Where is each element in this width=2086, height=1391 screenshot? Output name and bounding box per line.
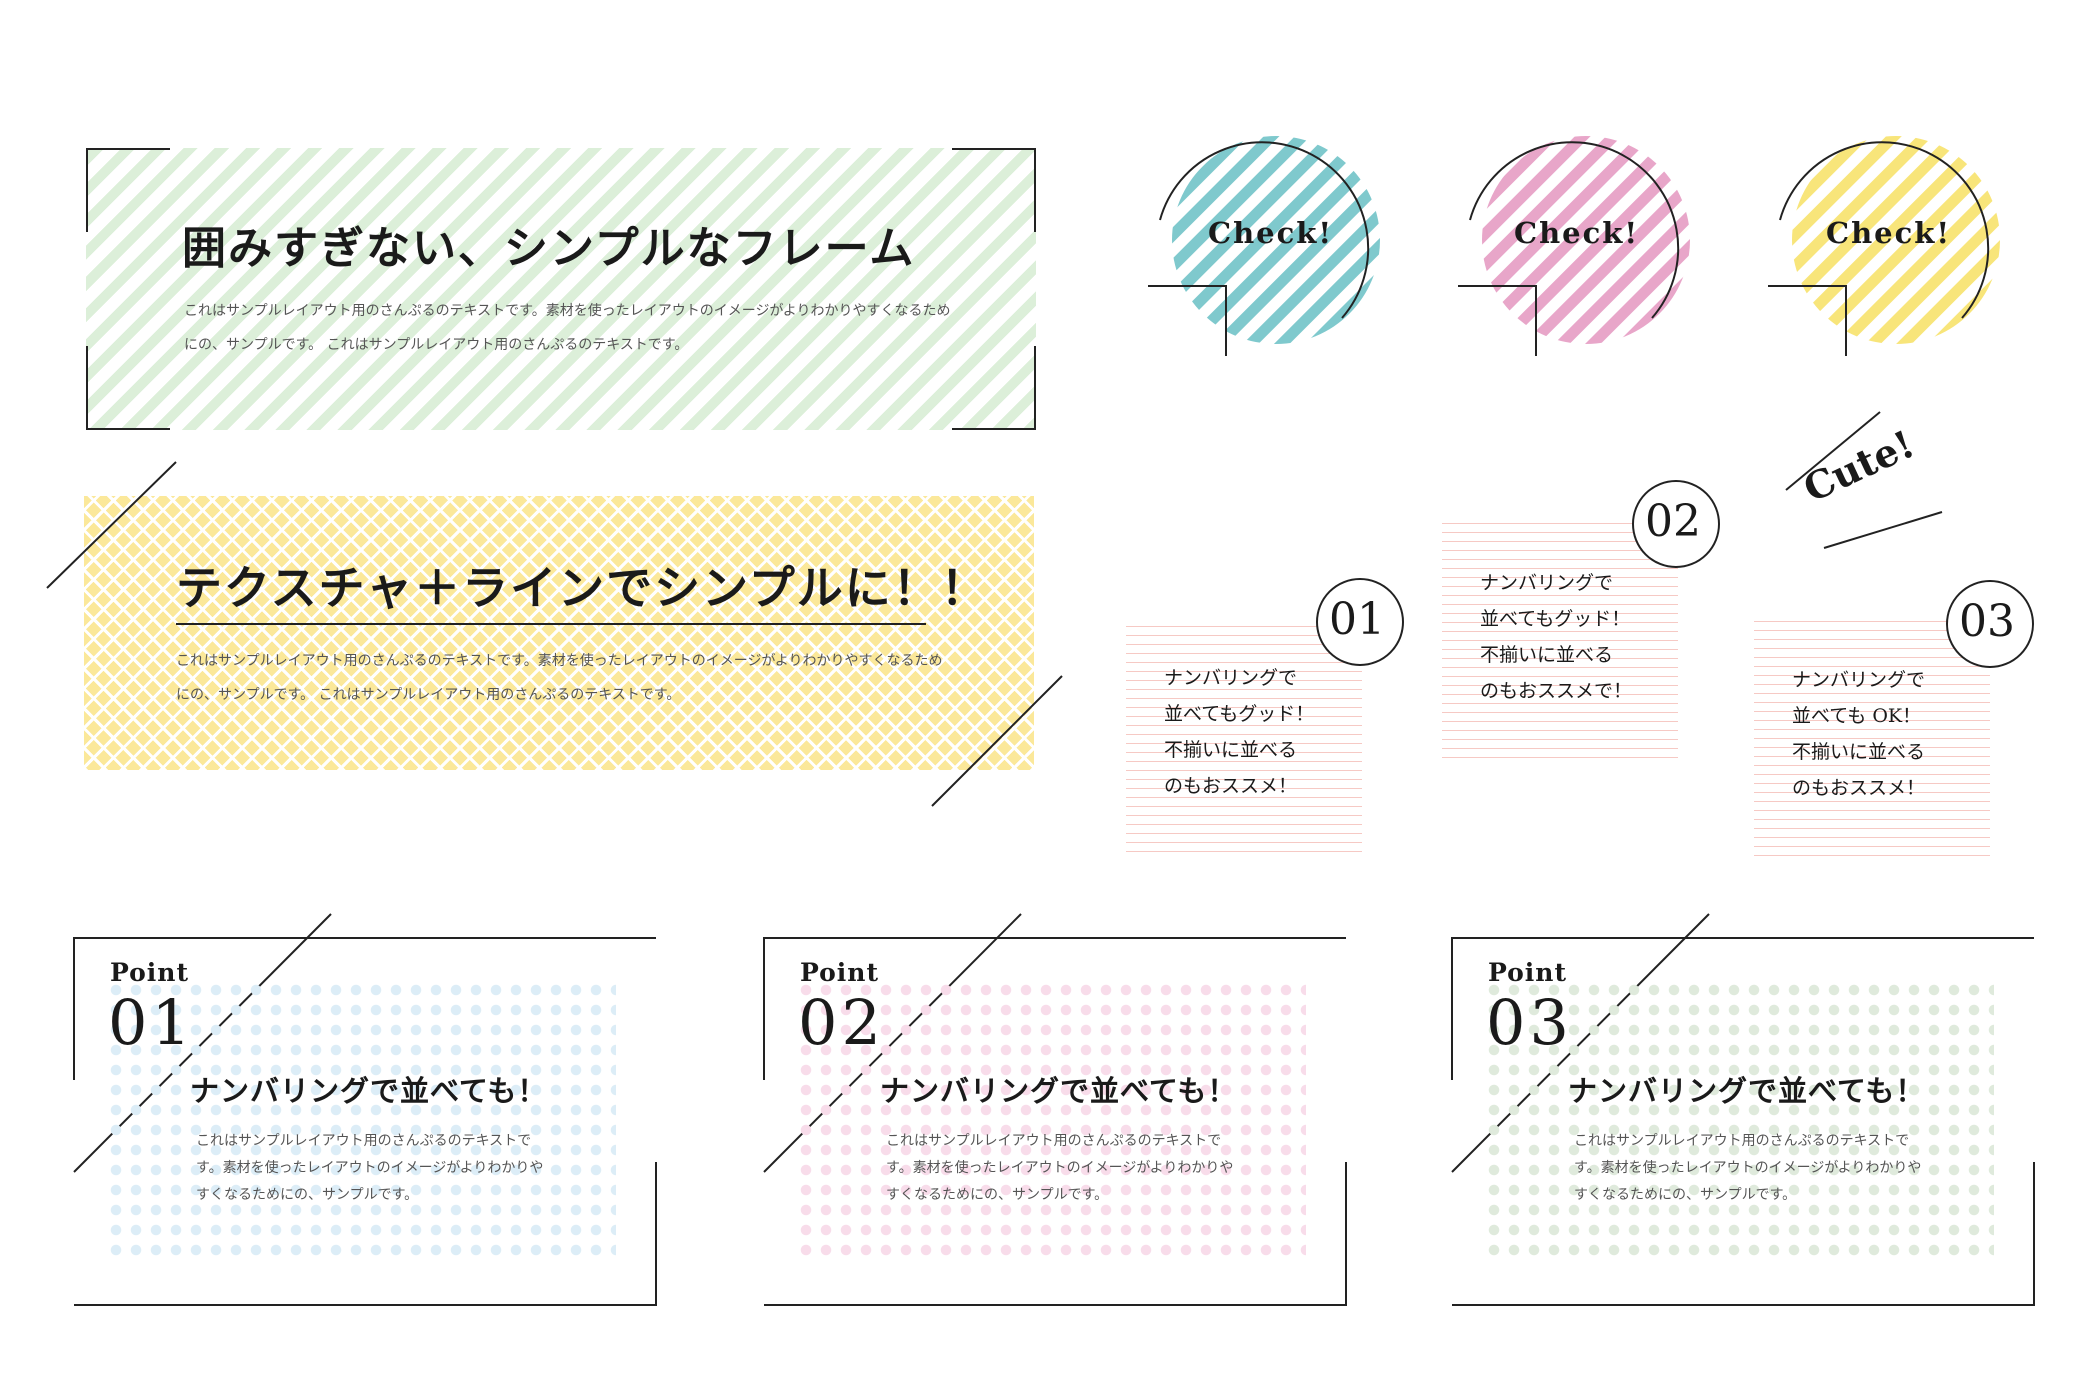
note-line: 並べてもグッド！	[1164, 703, 1315, 725]
green-stripe-texture	[86, 148, 1036, 430]
check-badge-yellow	[1768, 136, 2000, 356]
number-circle	[1316, 578, 1404, 666]
point-body-text: これはサンプルレイアウト用のさんぷるのテキストです。素材を使ったレイアウトのイメ…	[1574, 1133, 1922, 1203]
check-badge-pink	[1458, 136, 1690, 356]
frame-corner-top-right	[952, 148, 1036, 150]
note-line: 不揃いに並べる	[1164, 739, 1298, 761]
number-circle	[1946, 580, 2034, 668]
point-number: 03	[1486, 986, 1573, 1059]
dot-texture	[106, 980, 616, 1264]
check-badge-teal	[1148, 136, 1380, 356]
point-label: Point	[800, 958, 880, 987]
point-body-text: これはサンプルレイアウト用のさんぷるのテキストです。素材を使ったレイアウトのイメ…	[886, 1133, 1234, 1203]
note-line: ナンバリングで	[1480, 572, 1614, 594]
check-label: Check!	[1208, 216, 1334, 250]
lined-paper-texture	[1754, 618, 1990, 856]
lined-paper-texture	[1442, 520, 1678, 758]
frame-corner-bottom-right-vertical	[1034, 346, 1036, 430]
point-number: 02	[798, 986, 885, 1059]
note-line: のもおススメで！	[1480, 680, 1633, 702]
frame-body-text: これはサンプルレイアウト用のさんぷるのテキストです。素材を使ったレイアウトのイメ…	[184, 303, 951, 353]
frame-title: 囲みすぎない、シンプルなフレーム	[182, 223, 916, 274]
note-number: 02	[1645, 496, 1701, 547]
frame-corner-top-right-vertical	[1034, 148, 1036, 232]
note-number: 01	[1329, 594, 1385, 645]
note-line: ナンバリングで	[1792, 669, 1926, 691]
check-label: Check!	[1826, 216, 1952, 250]
note-line: のもおススメ！	[1164, 775, 1298, 797]
note-line: 不揃いに並べる	[1480, 644, 1614, 666]
point-title: ナンバリングで並べても！	[880, 1074, 1238, 1108]
note-line: 並べてもグッド！	[1480, 608, 1631, 630]
point-label: Point	[110, 958, 190, 987]
note-number: 03	[1959, 596, 2015, 647]
frame-corner-top-left-vertical	[86, 148, 88, 232]
note-line: 並べても OK！	[1792, 705, 1922, 727]
note-line: ナンバリングで	[1164, 667, 1298, 689]
note-line: のもおススメ！	[1792, 777, 1926, 799]
point-title: ナンバリングで並べても！	[1568, 1074, 1926, 1108]
number-circle	[1632, 480, 1720, 568]
texture-card-title: テクスチャ＋ラインでシンプルに！！	[176, 561, 989, 615]
frame-corner-top-left	[86, 148, 170, 150]
frame-corner-bottom-right	[952, 428, 1036, 430]
frame-corner-bottom-left-vertical	[86, 346, 88, 430]
point-label: Point	[1488, 958, 1568, 987]
dot-texture	[1484, 980, 1994, 1264]
point-title: ナンバリングで並べても！	[190, 1074, 548, 1108]
yellow-lattice-texture	[84, 496, 1034, 770]
lined-paper-texture	[1126, 620, 1362, 852]
point-number: 01	[108, 986, 195, 1059]
dot-texture	[796, 980, 1306, 1264]
check-label: Check!	[1514, 216, 1640, 250]
note-line: 不揃いに並べる	[1792, 741, 1926, 763]
texture-card-body-text: これはサンプルレイアウト用のさんぷるのテキストです。素材を使ったレイアウトのイメ…	[176, 653, 943, 703]
point-body-text: これはサンプルレイアウト用のさんぷるのテキストです。素材を使ったレイアウトのイメ…	[196, 1133, 544, 1203]
frame-corner-bottom-left	[86, 428, 170, 430]
